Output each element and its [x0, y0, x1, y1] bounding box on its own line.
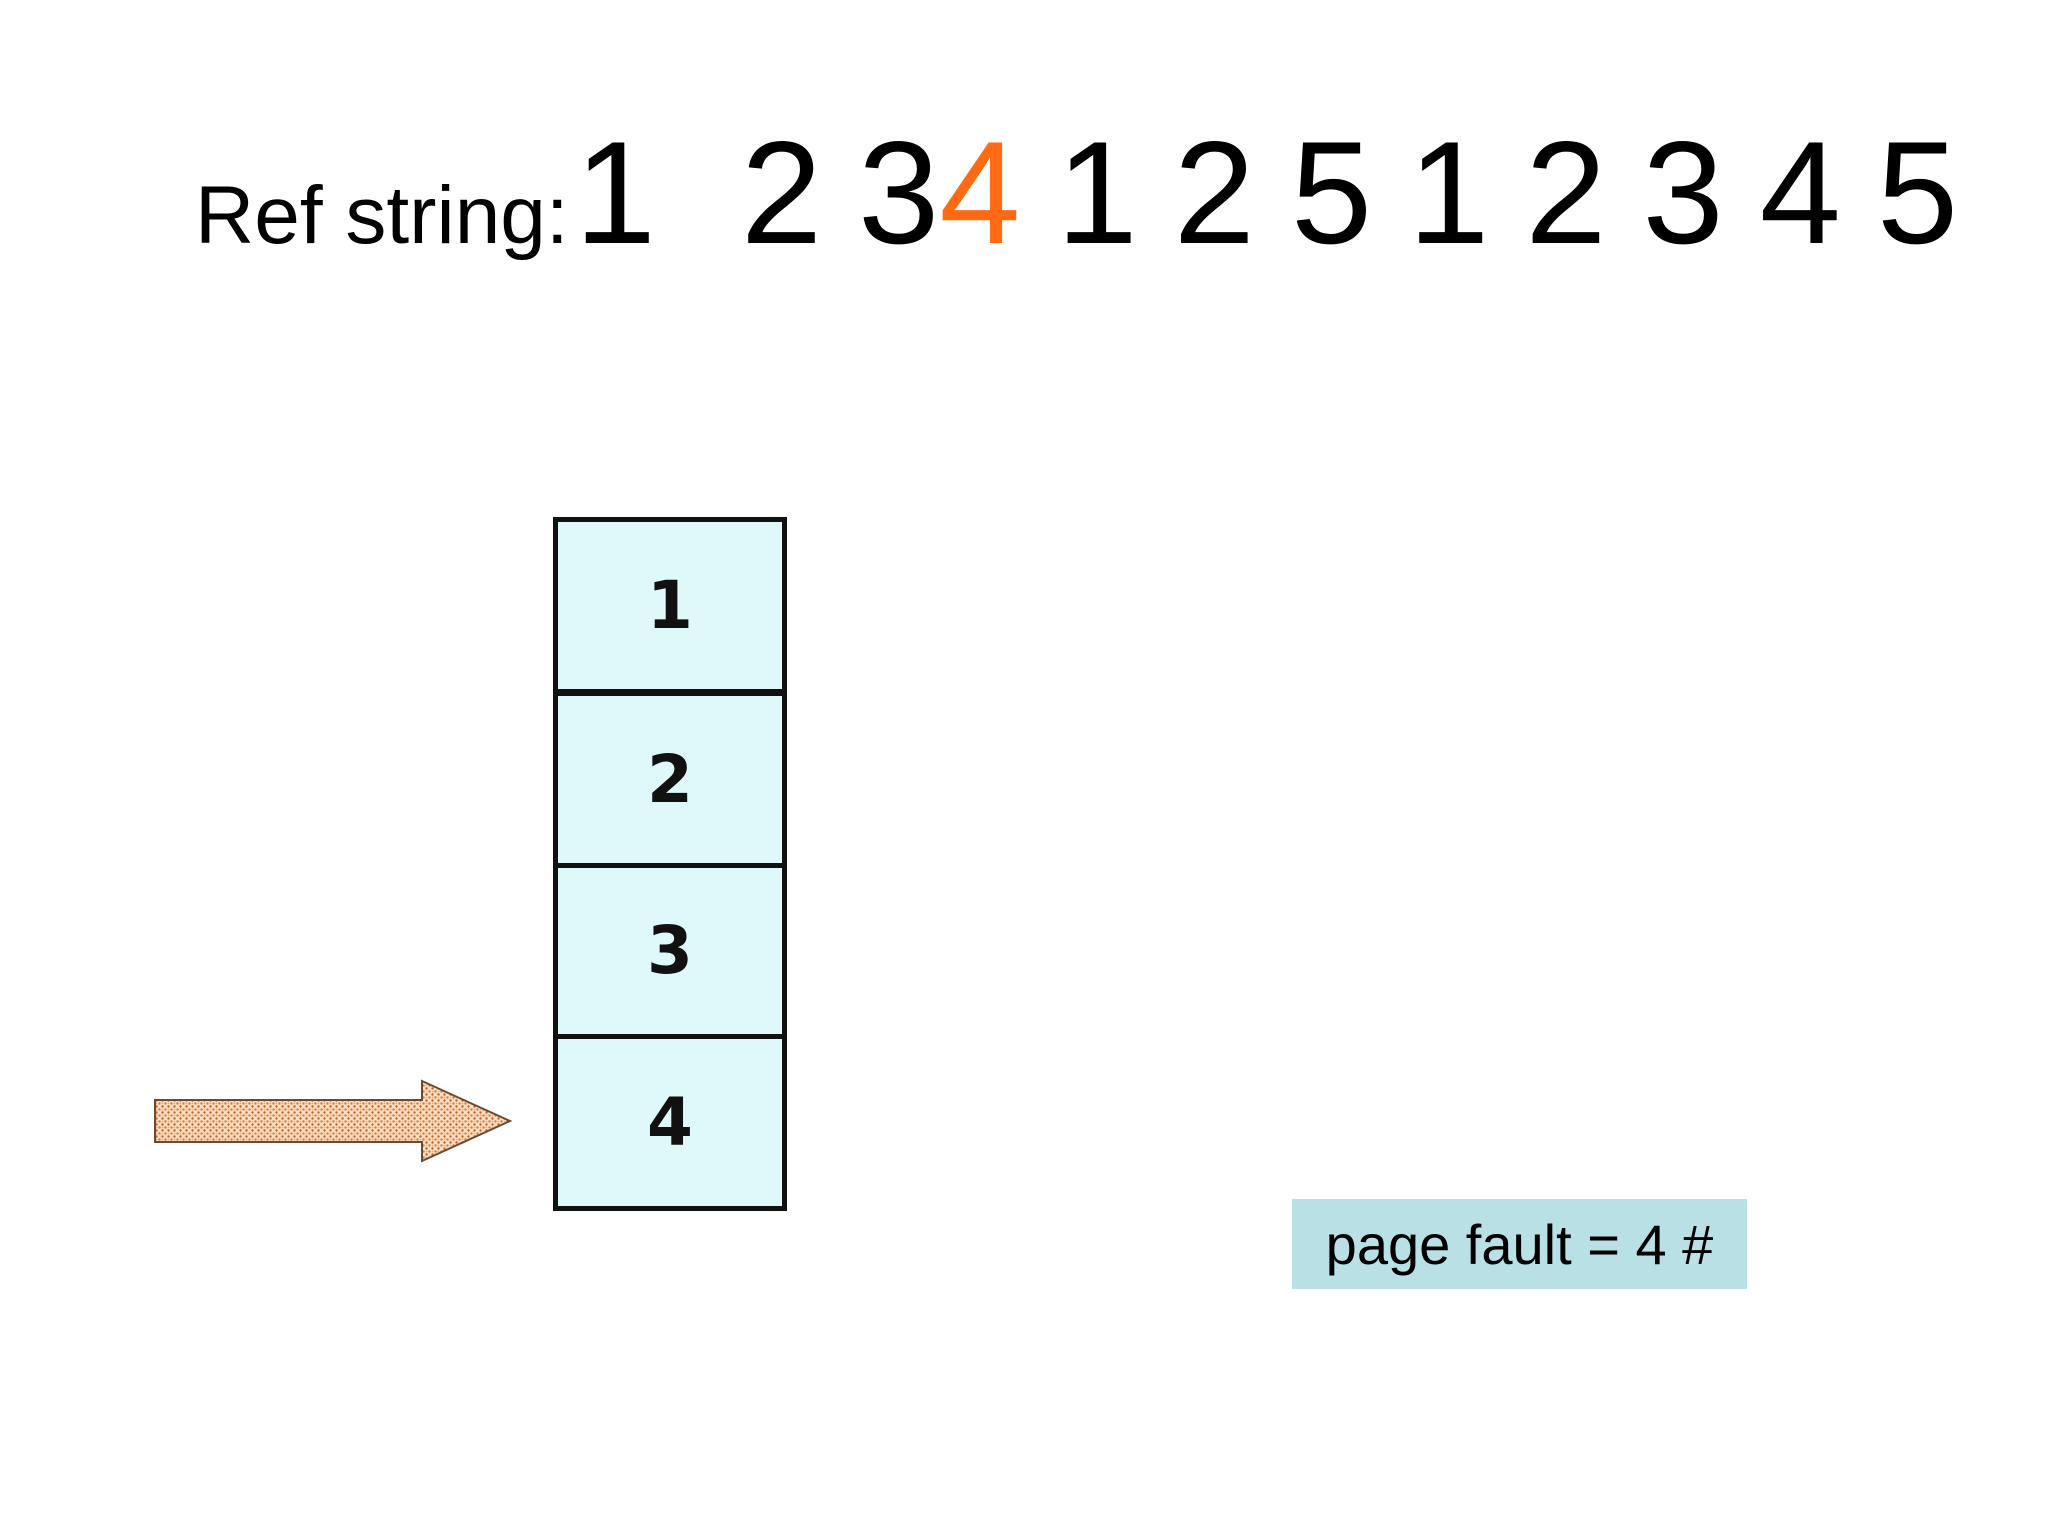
ref-num-2: 2: [740, 111, 823, 274]
page-fault-status: page fault = 4 #: [1292, 1199, 1747, 1289]
ref-string-label: Ref string:: [195, 170, 569, 261]
ref-num-8: 1: [1408, 111, 1490, 274]
ref-num-6: 2: [1173, 111, 1255, 274]
frame-slot-2: 2: [558, 696, 782, 868]
page-fault-label: page fault = 4 #: [1325, 1212, 1714, 1276]
frame-slot-1: 1: [558, 522, 782, 696]
ref-num-9: 2: [1525, 111, 1607, 274]
ref-num-12: 5: [1876, 111, 1959, 274]
reference-string: Ref string: 1 2 3 4 1 2 5 1 2 3 4 5: [195, 120, 1958, 280]
right-arrow-icon: [154, 1079, 513, 1163]
ref-num-3: 3: [858, 111, 940, 274]
frame-slot-4: 4: [647, 1084, 693, 1162]
frame-slot-3: 3: [558, 868, 782, 1040]
ref-num-1: 1: [574, 111, 656, 274]
ref-num-4-current: 4: [939, 111, 1021, 274]
page-frames: 1 2 3 4: [553, 517, 787, 1211]
ref-num-7: 5: [1290, 111, 1373, 274]
ref-num-10: 3: [1642, 111, 1724, 274]
ref-num-5: 1: [1056, 111, 1138, 274]
ref-num-11: 4: [1759, 111, 1841, 274]
